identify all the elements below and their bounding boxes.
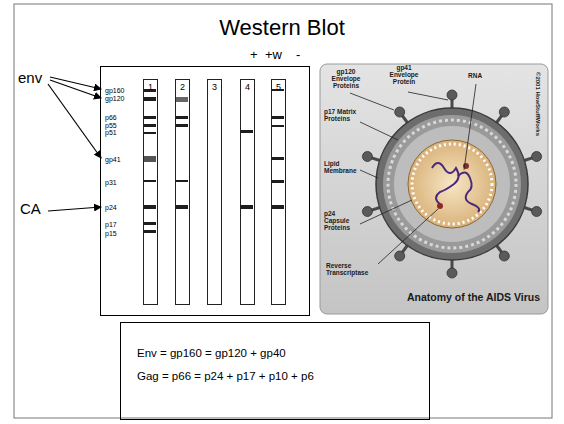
band-label: p66 [105,114,117,122]
illustration-leader-lines [350,84,476,264]
illustration-title: Anatomy of the AIDS Virus [380,292,540,304]
part-label: gp41 Envelope Protein [382,64,426,85]
blot-lane: 2 [175,79,190,305]
part-label: p17 Matrix Proteins [324,108,360,122]
part-label: p24 Capsule Proteins [324,210,360,231]
slide-title: Western Blot [0,16,564,40]
lane-number: 3 [207,83,222,93]
result-mark: +w [265,48,282,62]
leader-arrows [48,77,101,211]
lane-number: 1 [143,83,158,93]
band-label: p55 [105,122,117,130]
blot-bands [143,89,284,233]
gene-label: env [18,70,42,87]
copyright-note: ©2001 HowStuffWorks [534,72,541,136]
equation-text: Env = gp160 = gp120 + gp40 [137,347,286,360]
equation-text: Gag = p66 = p24 + p17 + p10 + p6 [137,370,314,383]
blot-frame: gp160gp120 p66p55p51 gp41 p31 p24 p17p15 1 2 3 4 5 [100,66,310,316]
band-label: p31 [105,179,117,187]
gene-label: CA [20,201,41,218]
part-label: Lipid Membrane [324,160,358,174]
lane-number: 4 [240,83,255,93]
equation-box: Env = gp160 = gp120 + gp40Gag = p66 = p2… [120,322,430,420]
band-label: p24 [105,204,117,212]
slide-frame [14,4,552,418]
result-mark: + [250,48,258,62]
band-label: p51 [105,129,117,137]
blot-lane: 5 [271,79,286,305]
blot-lane: 4 [240,79,255,305]
lane-number: 2 [175,83,190,93]
part-label: Reverse Transcriptase [326,262,378,276]
part-label: gp120 Envelope Proteins [324,68,368,89]
blot-lane: 3 [207,79,222,305]
band-label: p15 [105,230,117,238]
illustration-panel [320,64,548,314]
blot-lane: 1 [143,79,158,305]
part-label: RNA [468,72,482,79]
lane-number: 5 [271,83,286,93]
band-label: p17 [105,221,117,229]
virus-illustration [362,90,541,278]
band-label: gp41 [105,156,121,164]
band-label: gp120 [105,95,124,103]
band-label: gp160 [105,87,124,95]
virus-panel: gp120 Envelope Proteins gp41 Envelope Pro… [320,64,548,314]
result-mark: - [296,48,300,62]
